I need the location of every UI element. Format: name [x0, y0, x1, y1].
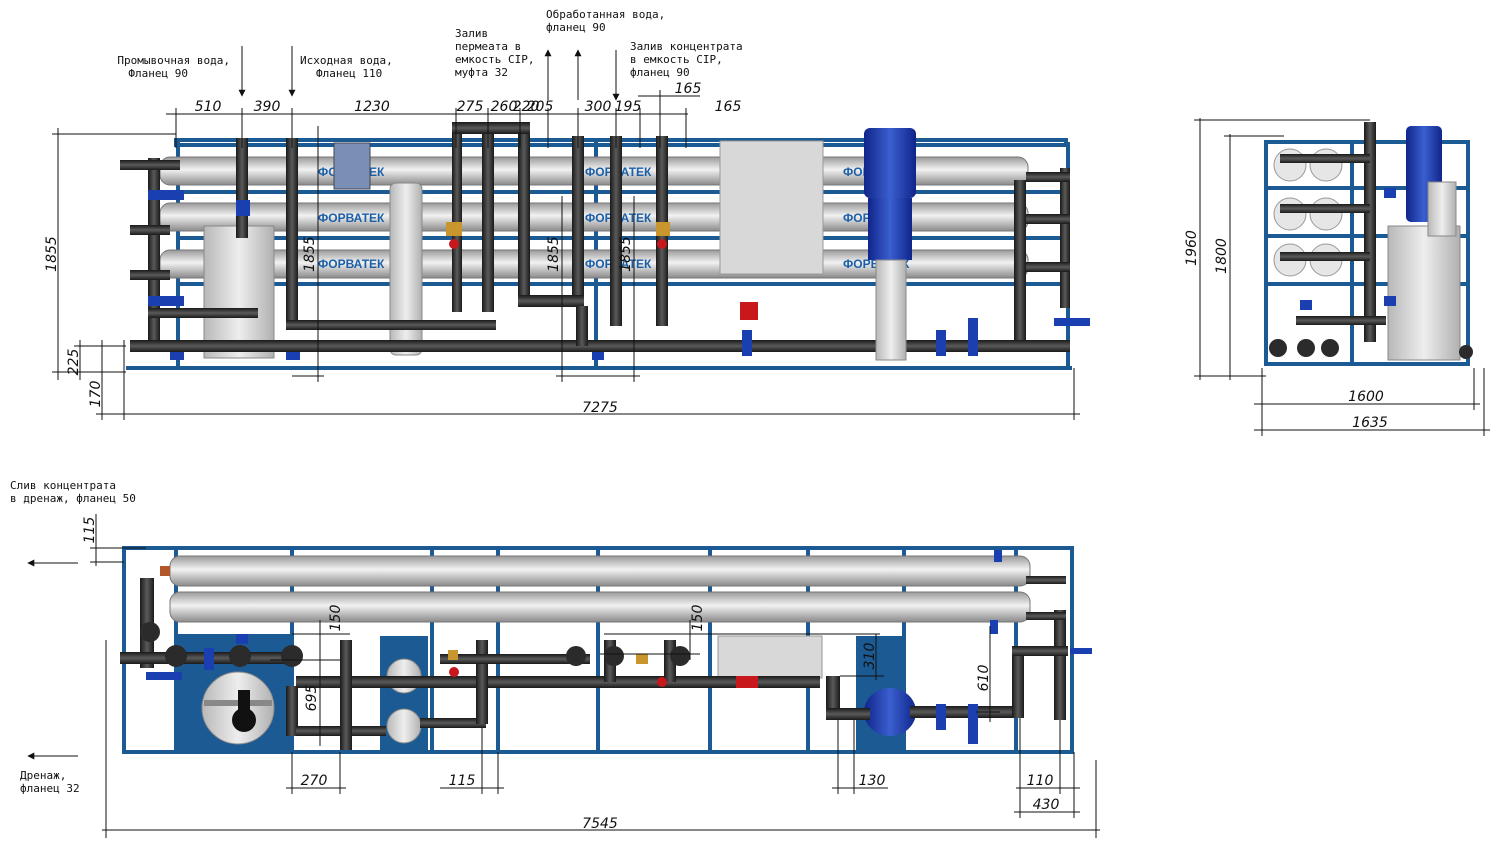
- label-drain: Дренаж, фланец 32: [20, 769, 80, 795]
- label-concentrate-fill: Залив концентрата в емкость CIP, фланец …: [630, 40, 743, 79]
- gauge-panel: [333, 142, 371, 190]
- plan-dim-110: 110: [1027, 773, 1054, 789]
- svg-text:165: 165: [675, 81, 702, 97]
- side-width-dim-a: 1600: [1348, 389, 1384, 405]
- side-pipes: [1269, 122, 1473, 359]
- plan-pump: [864, 688, 916, 736]
- plan-valves: [146, 550, 1092, 744]
- front-top-dim-labels: 510 390 1230 275 260 220 205 300 195 165…: [195, 81, 742, 115]
- control-panel: [719, 140, 824, 275]
- svg-text:Дренаж,: Дренаж,: [20, 769, 66, 782]
- plan-dim-115-top: 115: [82, 517, 98, 544]
- plan-dim-430: 430: [1033, 797, 1060, 813]
- plan-dim-695: 695: [304, 685, 320, 712]
- svg-text:Слив концентрата: Слив концентрата: [10, 479, 116, 492]
- side-height-frame-dim: 1800: [1214, 238, 1230, 274]
- front-base-dim-b: 170: [88, 381, 104, 408]
- plan-dim-610: 610: [976, 665, 992, 692]
- svg-text:фланец 90: фланец 90: [630, 66, 690, 79]
- side-tank: [1387, 225, 1461, 361]
- label-concentrate-drain: Слив концентрата в дренаж, фланец 50: [10, 479, 136, 505]
- svg-text:165: 165: [715, 99, 742, 115]
- svg-text:Залив концентрата: Залив концентрата: [630, 40, 743, 53]
- svg-text:260: 260: [491, 99, 518, 115]
- high-pressure-pump: [864, 128, 916, 361]
- front-pipes: [120, 122, 1070, 352]
- svg-text:195: 195: [615, 99, 642, 115]
- front-top-dimensions: [166, 90, 700, 148]
- front-height-dim-mid-a: 1855: [302, 236, 318, 272]
- cartridge-filter: [389, 182, 423, 356]
- front-height-dim-mid-c: 1855: [618, 236, 634, 272]
- svg-text:Промывочная вода,: Промывочная вода,: [117, 54, 230, 67]
- label-flush-water: Промывочная вода, Фланец 90: [117, 54, 230, 80]
- svg-text:фланец 32: фланец 32: [20, 782, 80, 795]
- svg-text:фланец 90: фланец 90: [546, 21, 606, 34]
- front-height-dim: 1855: [44, 236, 60, 272]
- svg-text:пермеата в: пермеата в: [455, 40, 521, 53]
- plan-dim-115-bottom: 115: [449, 773, 476, 789]
- svg-text:в дренаж, фланец 50: в дренаж, фланец 50: [10, 492, 136, 505]
- svg-text:ФОРВАТЕК: ФОРВАТЕК: [318, 257, 385, 271]
- svg-text:ФОРВАТЕК: ФОРВАТЕК: [318, 211, 385, 225]
- front-height-dim-mid-b: 1855: [546, 236, 562, 272]
- plan-membranes: [169, 555, 1031, 623]
- plan-flow-arrows: [27, 559, 78, 760]
- plan-length-dim: 7545: [582, 816, 618, 832]
- plan-dim-150-a: 150: [328, 605, 344, 632]
- front-left-dimensions: [52, 128, 1080, 420]
- svg-text:Залив: Залив: [455, 27, 488, 40]
- svg-text:510: 510: [195, 99, 222, 115]
- side-filter: [1427, 181, 1457, 237]
- plan-dim-270: 270: [301, 773, 328, 789]
- side-view: 1960 1800 1600 1635: [1184, 118, 1490, 436]
- svg-text:390: 390: [254, 99, 281, 115]
- plan-dimensions: [90, 514, 1100, 838]
- svg-text:300: 300: [585, 99, 612, 115]
- label-treated-water: Обработанная вода, фланец 90: [546, 8, 665, 34]
- label-source-water: Исходная вода, Фланец 110: [300, 54, 393, 80]
- front-flow-arrows: [238, 46, 620, 101]
- svg-text:Фланец 110: Фланец 110: [316, 67, 382, 80]
- plan-view: Слив концентрата в дренаж, фланец 50 Дре…: [10, 479, 1100, 838]
- svg-text:205: 205: [527, 99, 554, 115]
- svg-text:1230: 1230: [354, 99, 390, 115]
- side-height-total-dim: 1960: [1184, 230, 1200, 266]
- svg-text:емкость CIP,: емкость CIP,: [455, 53, 534, 66]
- plan-dim-310: 310: [862, 643, 878, 670]
- svg-text:в емкость CIP,: в емкость CIP,: [630, 53, 723, 66]
- svg-text:Обработанная вода,: Обработанная вода,: [546, 8, 665, 21]
- front-valves: [148, 190, 1090, 360]
- side-width-dim-b: 1635: [1352, 415, 1388, 431]
- svg-text:муфта 32: муфта 32: [455, 66, 508, 79]
- svg-text:Фланец 90: Фланец 90: [128, 67, 188, 80]
- plan-tank: [201, 671, 275, 745]
- plan-dim-150-b: 150: [690, 605, 706, 632]
- front-length-dim: 7275: [582, 400, 618, 416]
- side-dimensions: [1194, 118, 1490, 436]
- svg-text:Исходная вода,: Исходная вода,: [300, 54, 393, 67]
- front-internal-dimensions: [292, 126, 640, 382]
- svg-text:275: 275: [457, 99, 484, 115]
- dosing-tank: [203, 225, 275, 359]
- plan-control-panel: [717, 635, 823, 679]
- svg-text:220: 220: [513, 99, 540, 115]
- front-view: ФОРВАТЕК ФОРВАТЕК ФОРВАТЕК ФОРВАТЕК ФОРВ…: [44, 8, 1090, 420]
- plan-dim-130: 130: [859, 773, 886, 789]
- plan-pipes: [120, 576, 1068, 750]
- front-base-dim-a: 225: [66, 349, 82, 376]
- label-permeate-fill: Залив пермеата в емкость CIP, муфта 32: [455, 27, 534, 79]
